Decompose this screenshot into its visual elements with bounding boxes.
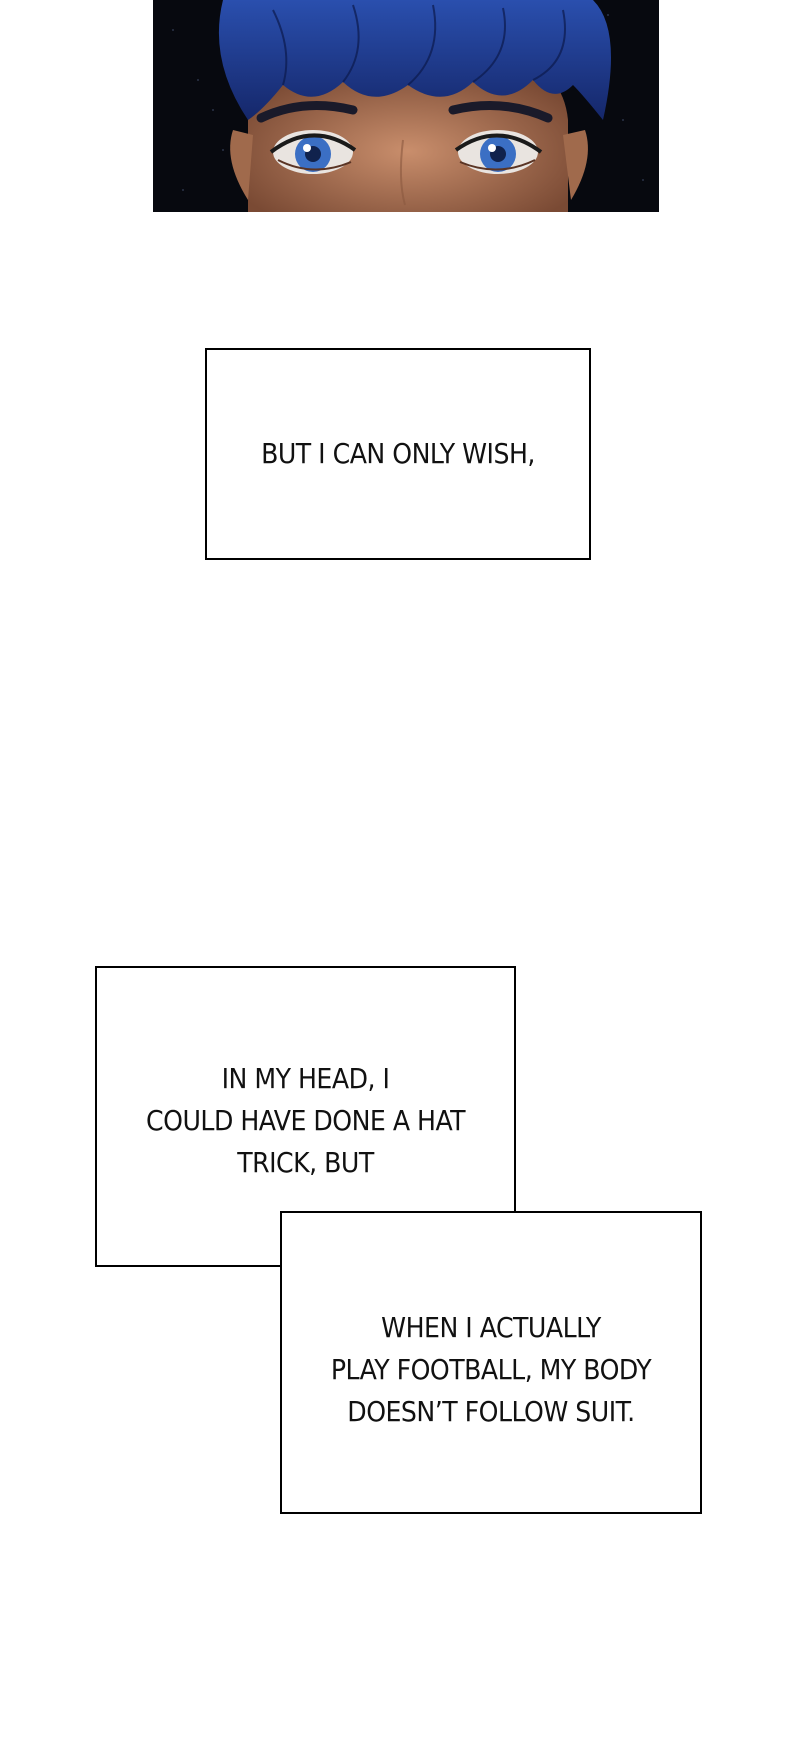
caption-box-2b-overlap-mask	[282, 1213, 514, 1265]
caption-text-2b: WHEN I ACTUALLY PLAY FOOTBALL, MY BODY D…	[330, 1311, 652, 1428]
caption-text-1: BUT I CAN ONLY WISH,	[261, 437, 535, 470]
caption-box-1: BUT I CAN ONLY WISH,	[205, 348, 591, 560]
comic-panel-art	[153, 0, 659, 212]
boy-eyes-illustration-icon	[153, 0, 659, 212]
caption-text-2a: IN MY HEAD, I COULD HAVE DONE A HAT TRIC…	[146, 1062, 465, 1179]
